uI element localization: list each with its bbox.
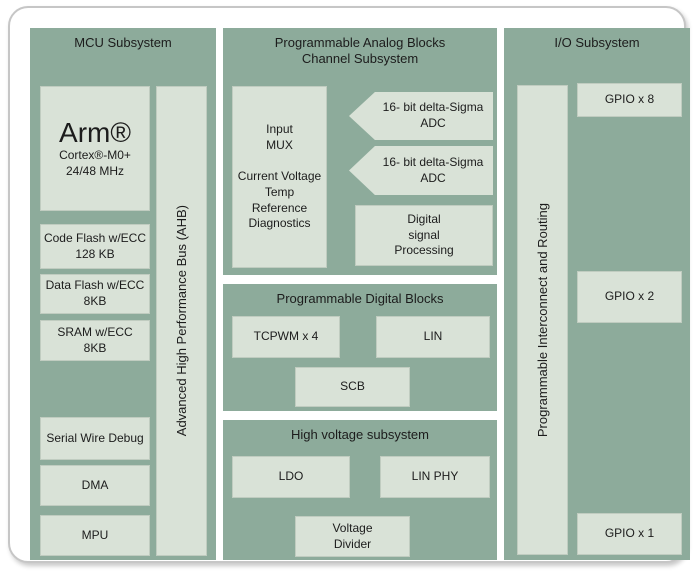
block-code-flash: Code Flash w/ECC 128 KB: [40, 224, 150, 269]
lin-label: LIN: [423, 329, 443, 344]
panel-io-subsystem: I/O Subsystem Programmable Interconnect …: [504, 28, 690, 560]
block-dma: DMA: [40, 465, 150, 506]
block-digital-signal-processing: Digital signal Processing: [355, 205, 493, 266]
analog-subsystem-title: Programmable Analog Blocks Channel Subsy…: [223, 35, 497, 68]
panel-high-voltage-subsystem: High voltage subsystem LDO LIN PHY Volta…: [223, 420, 497, 560]
io-subsystem-title: I/O Subsystem: [554, 35, 640, 50]
block-ahb-bus: Advanced High Performance Bus (AHB): [156, 86, 207, 556]
analog-title-line2: Channel Subsystem: [301, 51, 419, 67]
sram-label: SRAM w/ECC: [57, 324, 133, 339]
input-mux-line1: Input: [266, 122, 293, 137]
adc2-line1: 16- bit delta-Sigma: [382, 154, 484, 169]
dsp-line3: Processing: [394, 243, 454, 258]
swd-label: Serial Wire Debug: [46, 430, 144, 445]
cpu-core-label: Cortex®-M0+: [59, 148, 131, 163]
block-programmable-interconnect: Programmable Interconnect and Routing: [517, 85, 568, 555]
interconnect-routing-label: Programmable Interconnect and Routing: [535, 202, 550, 438]
gpio-x8-label: GPIO x 8: [604, 92, 655, 107]
panel-programmable-digital-blocks: Programmable Digital Blocks TCPWM x 4 LI…: [223, 284, 497, 411]
block-ldo: LDO: [232, 456, 350, 498]
digital-blocks-title: Programmable Digital Blocks: [276, 291, 444, 306]
analog-title-line1: Programmable Analog Blocks: [274, 35, 446, 50]
ahb-bus-label: Advanced High Performance Bus (AHB): [174, 205, 189, 437]
block-gpio-x2: GPIO x 2: [577, 271, 682, 323]
sram-size: 8KB: [83, 340, 107, 355]
mcu-subsystem-title: MCU Subsystem: [74, 35, 172, 50]
dsp-line2: signal: [408, 227, 440, 242]
block-voltage-divider: Voltage Divider: [295, 516, 410, 557]
ldo-label: LDO: [278, 469, 304, 484]
input-mux-line3: Current Voltage: [237, 169, 322, 184]
mpu-label: MPU: [81, 527, 109, 542]
block-tcpwm: TCPWM x 4: [232, 316, 340, 358]
voltage-divider-line2: Divider: [333, 536, 372, 551]
gpio-x2-label: GPIO x 2: [604, 289, 655, 304]
block-delta-sigma-adc-2: 16- bit delta-Sigma ADC: [349, 146, 493, 195]
lin-phy-label: LIN PHY: [411, 469, 459, 484]
block-gpio-x8: GPIO x 8: [577, 83, 682, 117]
adc1-line2: ADC: [420, 116, 446, 130]
dsp-line1: Digital: [407, 212, 441, 227]
block-sram: SRAM w/ECC 8KB: [40, 320, 150, 361]
block-lin-phy: LIN PHY: [380, 456, 490, 498]
panel-mcu-subsystem: MCU Subsystem Arm® Cortex®-M0+ 24/48 MHz…: [30, 28, 216, 560]
code-flash-label: Code Flash w/ECC: [43, 230, 147, 245]
data-flash-size: 8KB: [83, 294, 107, 308]
block-input-mux: Input MUX Current Voltage Temp Reference…: [232, 86, 327, 268]
voltage-divider-line1: Voltage: [332, 520, 373, 535]
gpio-x1-label: GPIO x 1: [604, 526, 655, 541]
input-mux-line5: Reference: [251, 200, 308, 215]
hv-subsystem-title: High voltage subsystem: [290, 427, 429, 442]
block-lin: LIN: [376, 316, 490, 358]
input-mux-line4: Temp: [264, 185, 295, 199]
input-mux-line6: Diagnostics: [248, 216, 311, 231]
adc2-line2: ADC: [420, 170, 446, 185]
block-mpu: MPU: [40, 515, 150, 556]
code-flash-size: 128 KB: [75, 246, 115, 261]
adc1-line1: 16- bit delta-Sigma: [382, 100, 484, 115]
block-delta-sigma-adc-1: 16- bit delta-Sigma ADC: [349, 92, 493, 140]
dma-label: DMA: [81, 477, 109, 492]
tcpwm-label: TCPWM x 4: [253, 329, 319, 344]
panel-analog-channel-subsystem: Programmable Analog Blocks Channel Subsy…: [223, 28, 497, 275]
cpu-brand-label: Arm®: [59, 116, 131, 148]
cpu-freq-label: 24/48 MHz: [65, 163, 125, 178]
block-serial-wire-debug: Serial Wire Debug: [40, 417, 150, 460]
input-mux-line2: MUX: [266, 137, 293, 152]
diagram-frame: MCU Subsystem Arm® Cortex®-M0+ 24/48 MHz…: [8, 6, 690, 563]
block-data-flash: Data Flash w/ECC 8KB: [40, 274, 150, 314]
block-gpio-x1: GPIO x 1: [577, 513, 682, 555]
block-arm-cortex-m0plus: Arm® Cortex®-M0+ 24/48 MHz: [40, 86, 150, 211]
data-flash-label: Data Flash w/ECC: [45, 278, 145, 293]
block-scb: SCB: [295, 367, 410, 407]
scb-label: SCB: [340, 379, 365, 394]
